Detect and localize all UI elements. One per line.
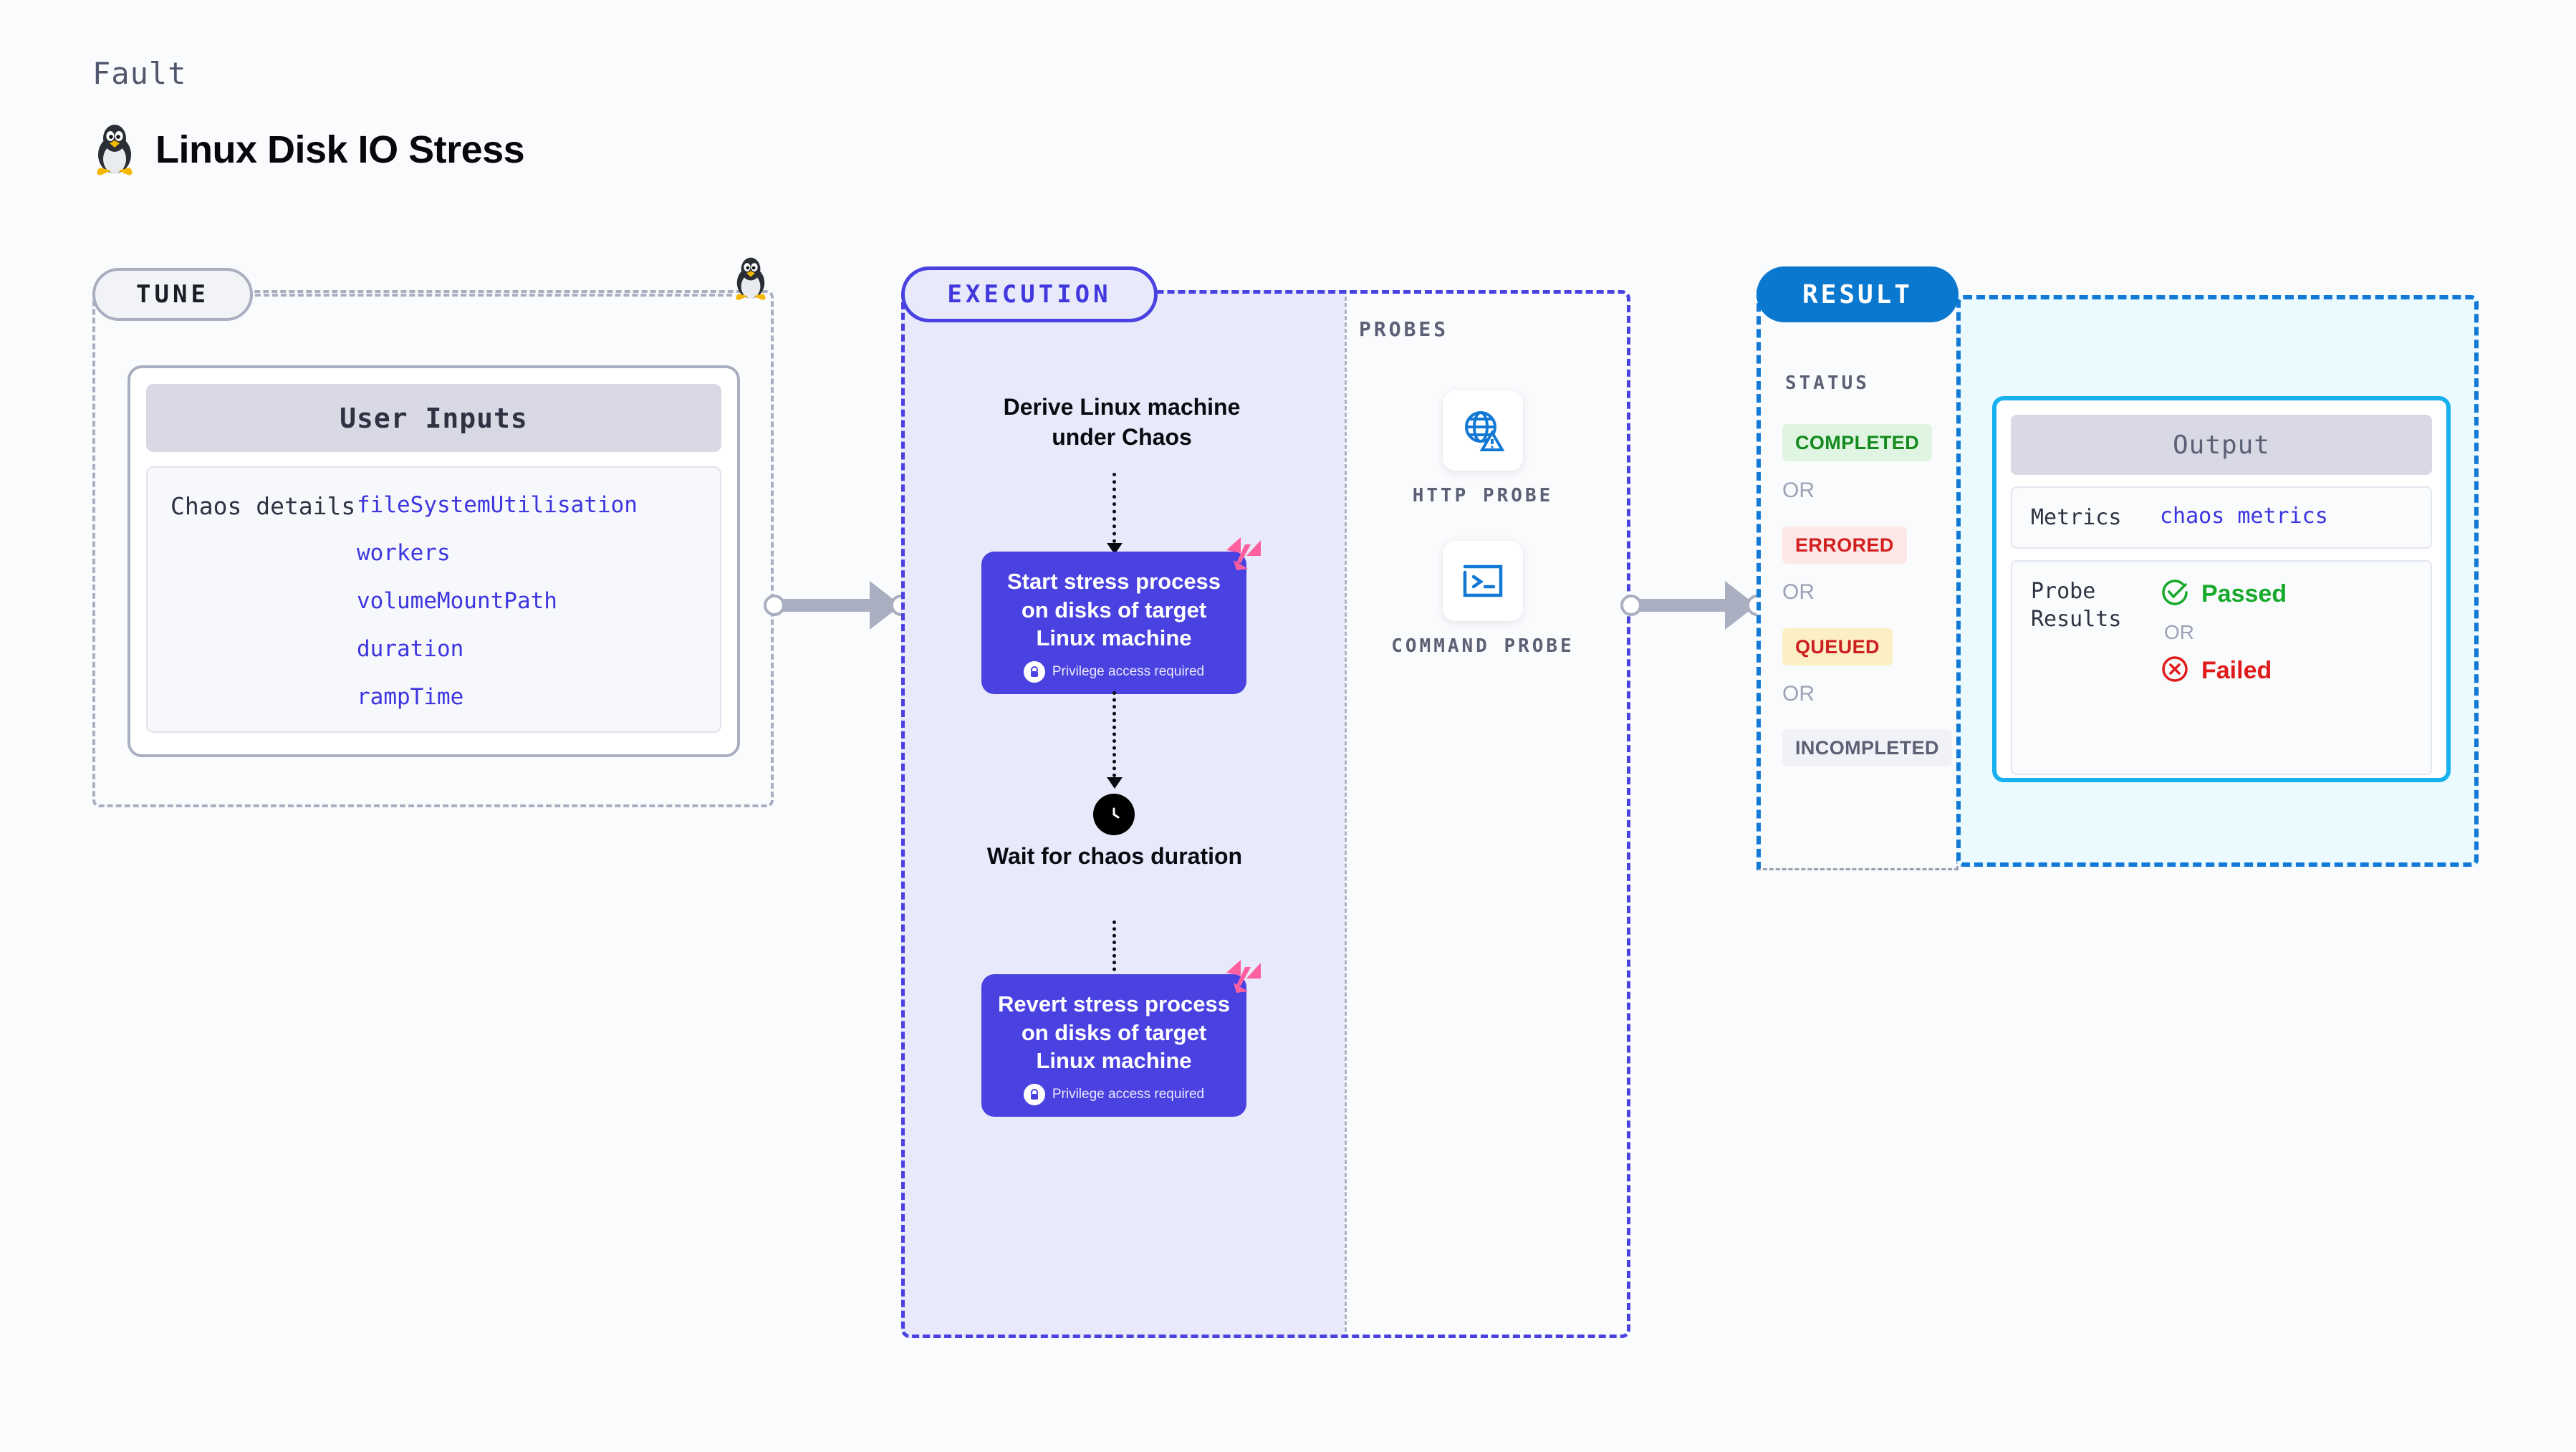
lock-icon [1023,661,1045,683]
execution-pill-label: EXECUTION [901,266,1158,322]
status-badge-completed: COMPLETED [1782,424,1933,461]
page-kicker: Fault [92,56,187,91]
execution-node-start-title: Start stress process on disks of target … [1006,569,1221,651]
output-row-probe-results: Probe Results Passed OR [2011,560,2432,775]
privilege-text: Privilege access required [1052,664,1205,680]
status-or-3: OR [1782,682,1815,706]
passed-label: Passed [2201,580,2287,607]
user-inputs-title: User Inputs [146,384,721,452]
chaos-details-section: Chaos details fileSystemUtilisation work… [146,466,721,733]
connector-bar [1630,599,1725,612]
input-file-system-utilisation[interactable]: fileSystemUtilisation [357,492,638,518]
globe-warning-icon [1443,390,1523,471]
result-pill-label: RESULT [1756,266,1959,322]
tune-pill-label: TUNE [92,268,253,321]
user-inputs-card: User Inputs Chaos details fileSystemUtil… [128,365,740,757]
metrics-value[interactable]: chaos metrics [2160,504,2328,529]
probe-result-or: OR [2164,621,2194,643]
input-workers[interactable]: workers [357,540,451,566]
harness-chaos-logo-icon [1224,534,1264,575]
chaos-details-values: fileSystemUtilisation workers volumeMoun… [357,492,638,731]
probe-command-label: COMMAND PROBE [1391,635,1575,657]
input-volume-mount-path[interactable]: volumeMountPath [357,588,557,614]
linux-tux-icon [92,123,137,176]
metrics-label: Metrics [2031,505,2122,530]
connector-start-knob [1620,595,1642,616]
execution-node-revert-stress[interactable]: Revert stress process on disks of target… [981,960,1261,1117]
probe-command[interactable]: COMMAND PROBE [1375,541,1590,659]
result-status-panel [1756,290,1959,870]
connector-start-knob [764,595,785,616]
clock-icon [1093,794,1135,835]
status-or-1: OR [1782,479,1815,502]
execution-node-revert-title: Revert stress process on disks of target… [998,991,1230,1074]
probes-section-label: PROBES [1359,317,1449,341]
input-duration[interactable]: duration [357,636,464,662]
output-card-title: Output [2011,415,2432,475]
flow-line-derive-to-start [1112,473,1116,543]
probe-results-values: Passed OR Failed [2160,577,2287,688]
privilege-text: Privilege access required [1052,1087,1205,1102]
execution-node-start-privilege: Privilege access required [996,661,1232,683]
status-badge-queued: QUEUED [1782,628,1893,665]
probe-http-label: HTTP PROBE [1412,485,1554,506]
status-section-label: STATUS [1785,372,1870,394]
execution-step-wait: Wait for chaos duration [986,843,1243,869]
output-card: Output Metrics chaos metrics Probe Resul… [1992,396,2451,782]
status-or-2: OR [1782,580,1815,604]
status-badge-incompleted: INCOMPLETED [1782,729,1952,766]
terminal-icon [1443,541,1523,621]
tune-top-dash [255,294,732,297]
failed-label: Failed [2201,657,2272,684]
x-circle-icon [2160,654,2190,688]
flow-line-wait-to-revert [1112,920,1116,978]
flow-line-start-to-wait [1112,691,1116,777]
lock-icon [1023,1084,1045,1106]
probe-result-passed: Passed [2160,577,2287,611]
probe-http[interactable]: HTTP PROBE [1375,390,1590,509]
chaos-details-label: Chaos details [170,492,356,520]
execution-node-revert-privilege: Privilege access required [996,1084,1232,1106]
page-title: Linux Disk IO Stress [155,128,525,171]
execution-step-derive: Derive Linux machine under Chaos [1003,394,1241,450]
tune-panel [92,290,774,807]
check-circle-icon [2160,577,2190,611]
execution-panel [901,290,1630,1338]
probe-results-label: Probe Results [2031,579,2122,632]
execution-node-start-stress[interactable]: Start stress process on disks of target … [981,537,1261,695]
connector-bar [774,599,870,612]
output-row-metrics: Metrics chaos metrics [2011,486,2432,549]
status-badge-errored: ERRORED [1782,527,1907,564]
probe-result-failed: Failed [2160,654,2287,688]
harness-chaos-logo-icon [1224,957,1264,998]
flow-arrow-start-to-wait [1107,777,1123,789]
page-header: Linux Disk IO Stress [92,123,525,176]
tune-linux-tux-icon [732,256,769,304]
input-ramp-time[interactable]: rampTime [357,684,464,710]
